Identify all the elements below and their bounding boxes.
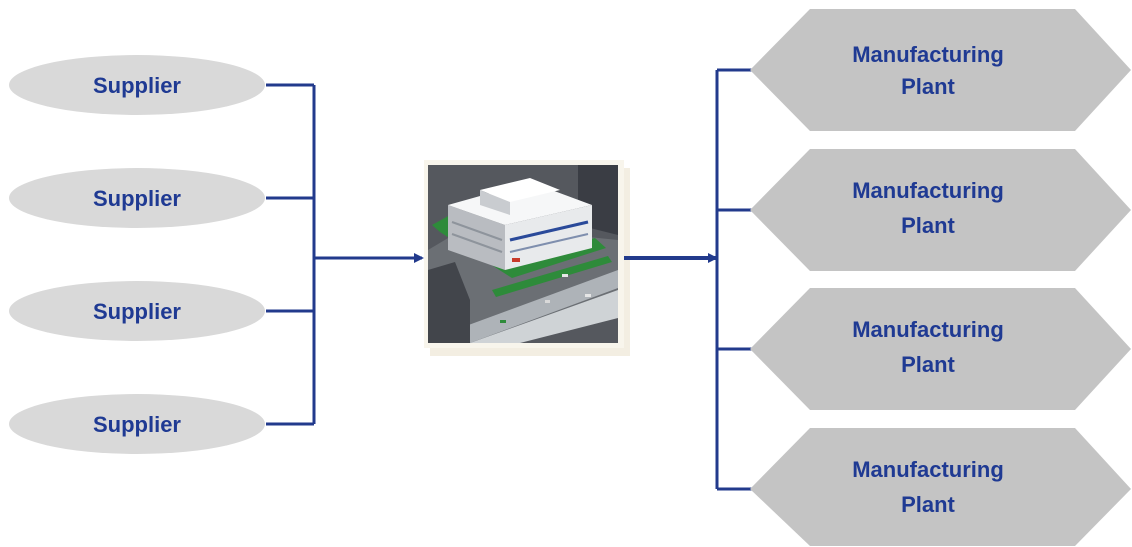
supplier-label: Supplier xyxy=(93,299,181,324)
plant-connector xyxy=(715,68,752,491)
plant-node: Manufacturing Plant xyxy=(750,428,1131,546)
supplier-connector xyxy=(266,83,316,426)
supplier-label: Supplier xyxy=(93,73,181,98)
plant-label: Plant xyxy=(901,352,955,377)
plant-label: Plant xyxy=(901,492,955,517)
plant-label: Plant xyxy=(901,213,955,238)
plant-node: Manufacturing Plant xyxy=(750,288,1131,410)
supplier-label: Supplier xyxy=(93,412,181,437)
supplier-node: Supplier xyxy=(9,281,265,341)
plant-node: Manufacturing Plant xyxy=(750,149,1131,271)
plant-label: Manufacturing xyxy=(852,178,1004,203)
plant-label: Plant xyxy=(901,74,955,99)
warehouse-building-image xyxy=(424,160,630,356)
supplier-node: Supplier xyxy=(9,394,265,454)
plant-label: Manufacturing xyxy=(852,42,1004,67)
supplier-label: Supplier xyxy=(93,186,181,211)
supplier-node: Supplier xyxy=(9,55,265,115)
supplier-node: Supplier xyxy=(9,168,265,228)
plant-label: Manufacturing xyxy=(852,317,1004,342)
plant-label: Manufacturing xyxy=(852,457,1004,482)
plant-node: Manufacturing Plant xyxy=(750,9,1131,131)
